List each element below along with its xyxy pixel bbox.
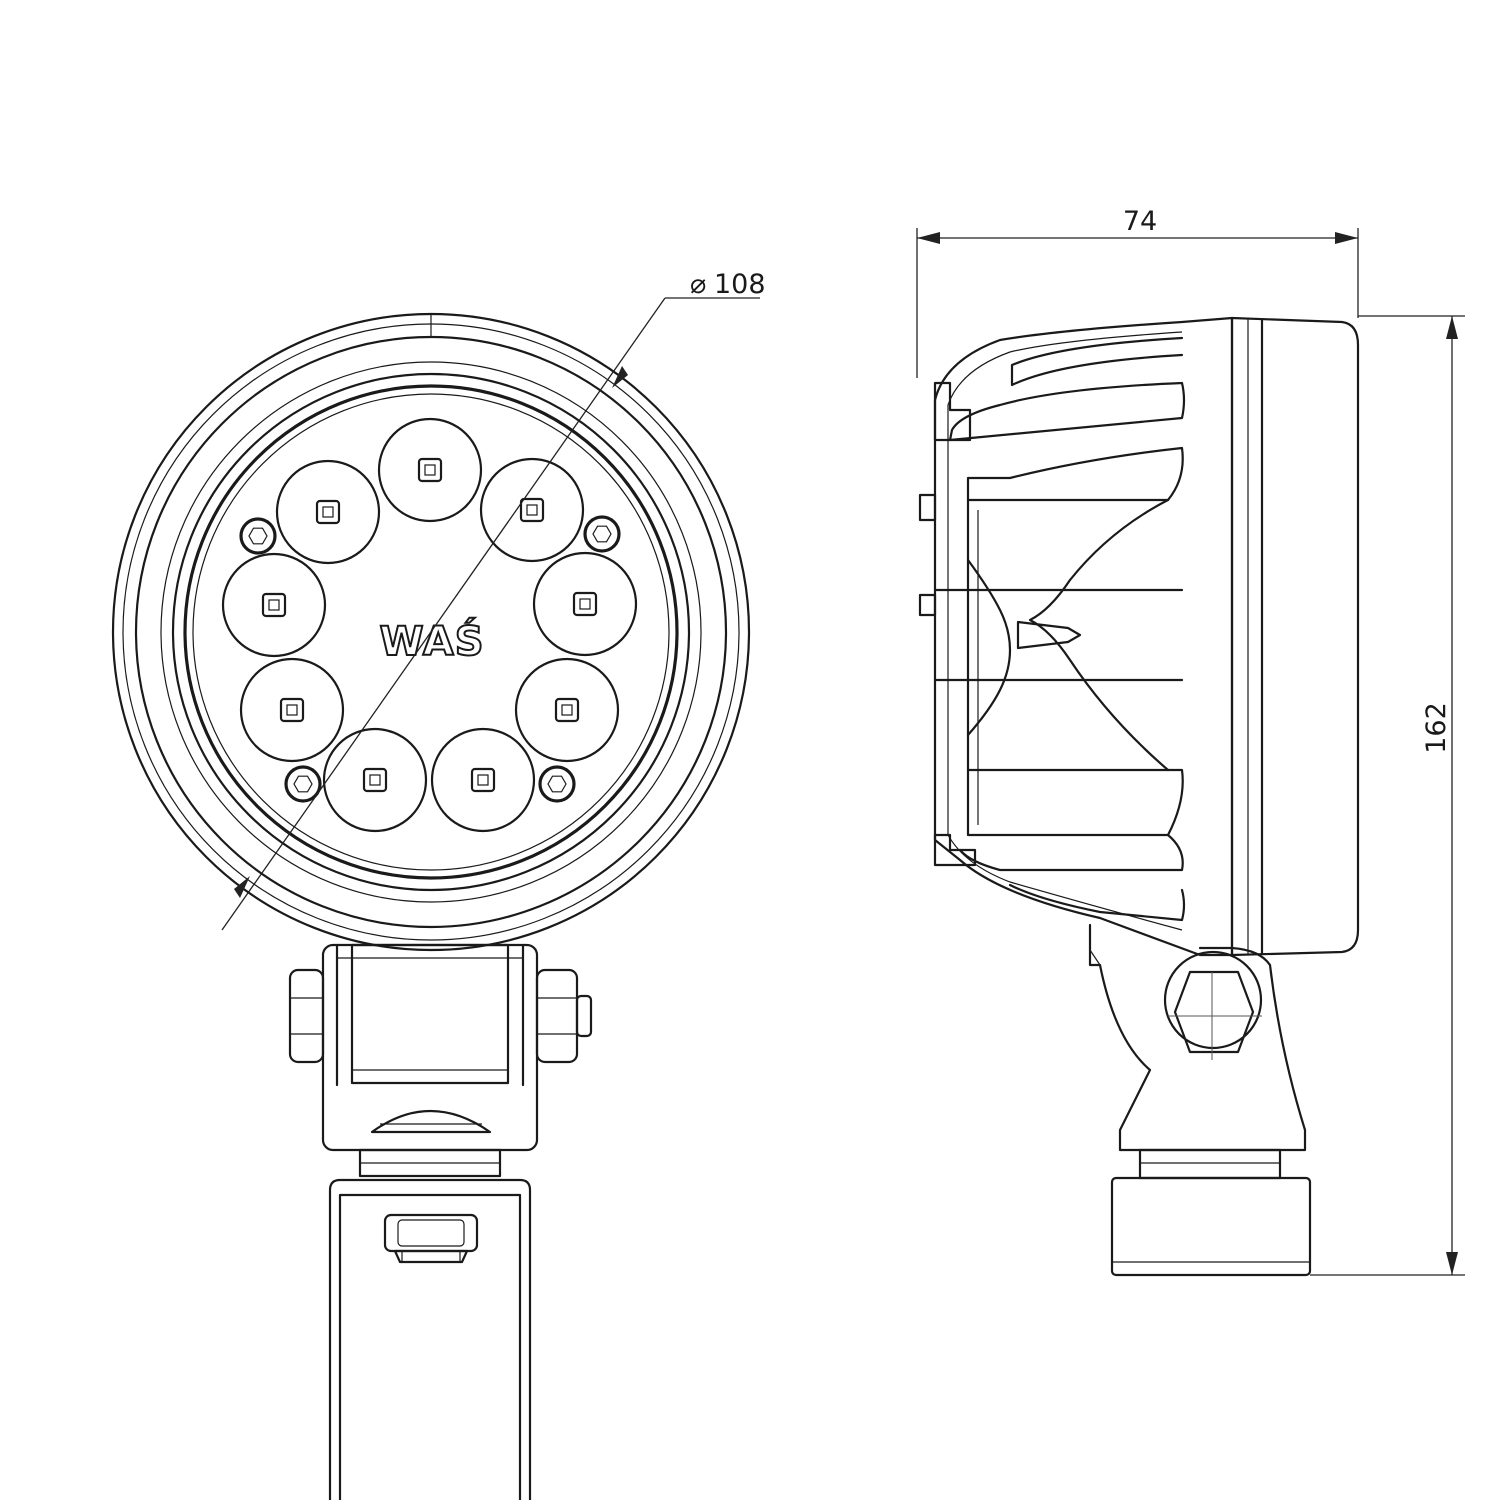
cooling-fins <box>933 336 1186 922</box>
screw <box>538 765 576 803</box>
screw-set <box>239 515 621 803</box>
height-value: 162 <box>1421 702 1452 754</box>
depth-value: 74 <box>1123 206 1157 237</box>
side-housing <box>933 316 1234 957</box>
diameter-dimension: ⌀ 108 <box>221 269 766 931</box>
screw <box>239 517 277 555</box>
led-lens <box>377 417 483 523</box>
led-lens <box>430 727 536 833</box>
diameter-symbol: ⌀ <box>690 269 706 300</box>
led-lens <box>275 459 381 565</box>
screw <box>284 765 322 803</box>
lens-bezel <box>171 372 691 892</box>
led-lens <box>479 457 585 563</box>
side-lens-bezel <box>1230 316 1360 957</box>
front-view: WAŚ <box>111 269 766 1500</box>
height-dimension: 162 <box>1310 315 1465 1276</box>
depth-dimension: 74 <box>916 206 1359 378</box>
lens-rim <box>183 384 679 880</box>
led-lens <box>239 657 345 763</box>
diameter-value: 108 <box>714 269 766 300</box>
side-view: 74 162 <box>916 206 1465 1277</box>
side-mount-bracket <box>1088 923 1312 1277</box>
led-lens <box>221 552 327 658</box>
led-lens <box>322 727 428 833</box>
led-lens <box>514 657 620 763</box>
screw <box>583 515 621 553</box>
brand-logo: WAŚ <box>379 617 484 665</box>
led-lens <box>532 551 638 657</box>
front-mount-bracket <box>288 943 593 1500</box>
led-array <box>221 417 638 833</box>
